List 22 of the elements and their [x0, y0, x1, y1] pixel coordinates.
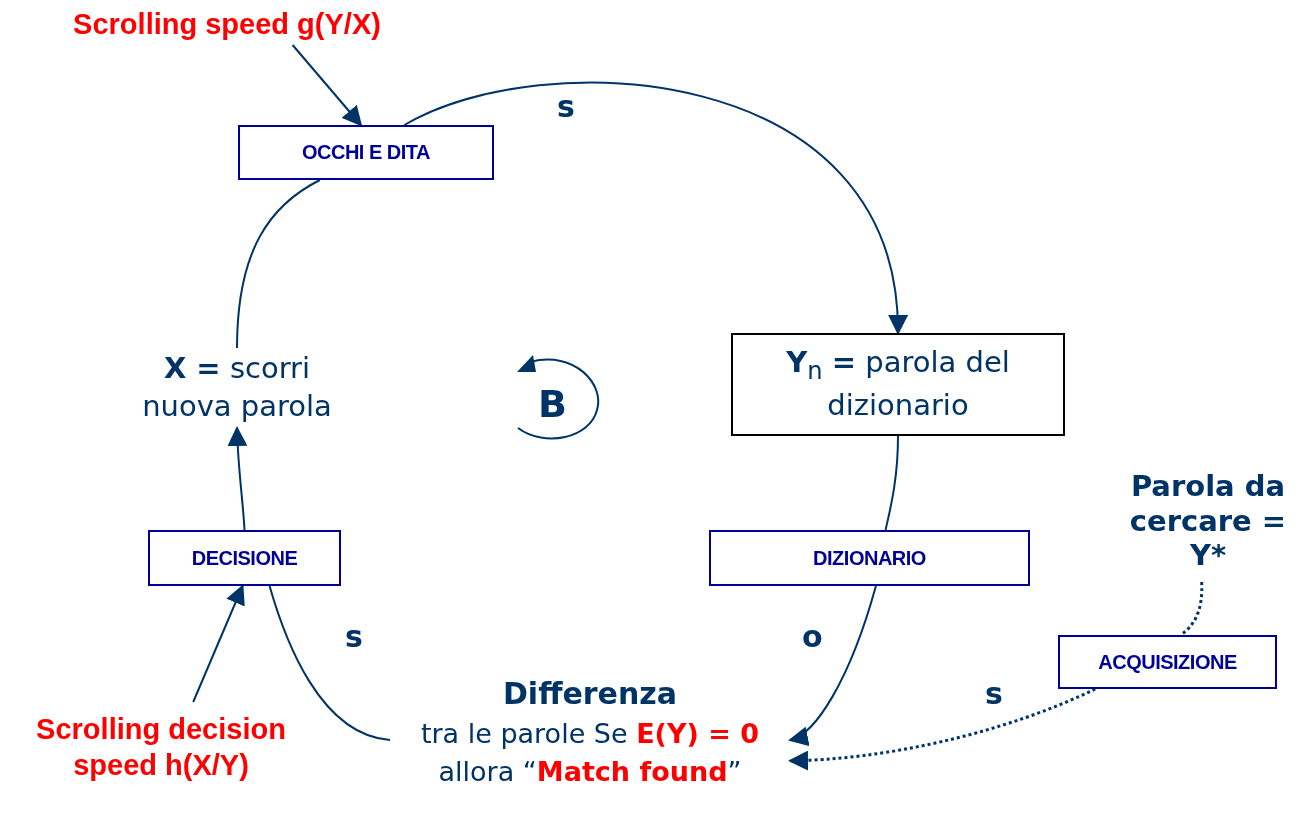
connector-line: [1179, 581, 1204, 637]
arrow: [788, 585, 877, 744]
loop-label: B: [538, 382, 567, 426]
goal-text: Parola da cercare = Y*: [1128, 468, 1288, 574]
arrow: [291, 44, 363, 127]
process-box: DECISIONE: [148, 530, 341, 586]
variable-text: X = scorri nuova parola: [141, 350, 333, 425]
comparison-text: Differenza: [502, 675, 677, 714]
process-box: OCCHI E DITA: [238, 125, 494, 180]
arrow: [192, 584, 245, 703]
condition-text: tra le parole Se E(Y) = 0 allora “Match found”: [419, 717, 761, 789]
annotation-text: Scrolling decision speed h(X/Y): [35, 711, 287, 783]
arrow: [227, 426, 248, 531]
arrow: [788, 687, 1096, 771]
process-box: ACQUISIZIONE: [1058, 635, 1277, 689]
connector-line: [268, 585, 391, 741]
variable-box: Y$_{n}$ = parola del dizionario: [731, 333, 1065, 436]
connector-line: [884, 435, 899, 531]
annotation-text: Scrolling speed g(Y/X): [73, 6, 381, 42]
process-box: DIZIONARIO: [709, 530, 1030, 586]
arrow: [403, 81, 907, 335]
connector-line: [236, 179, 321, 349]
